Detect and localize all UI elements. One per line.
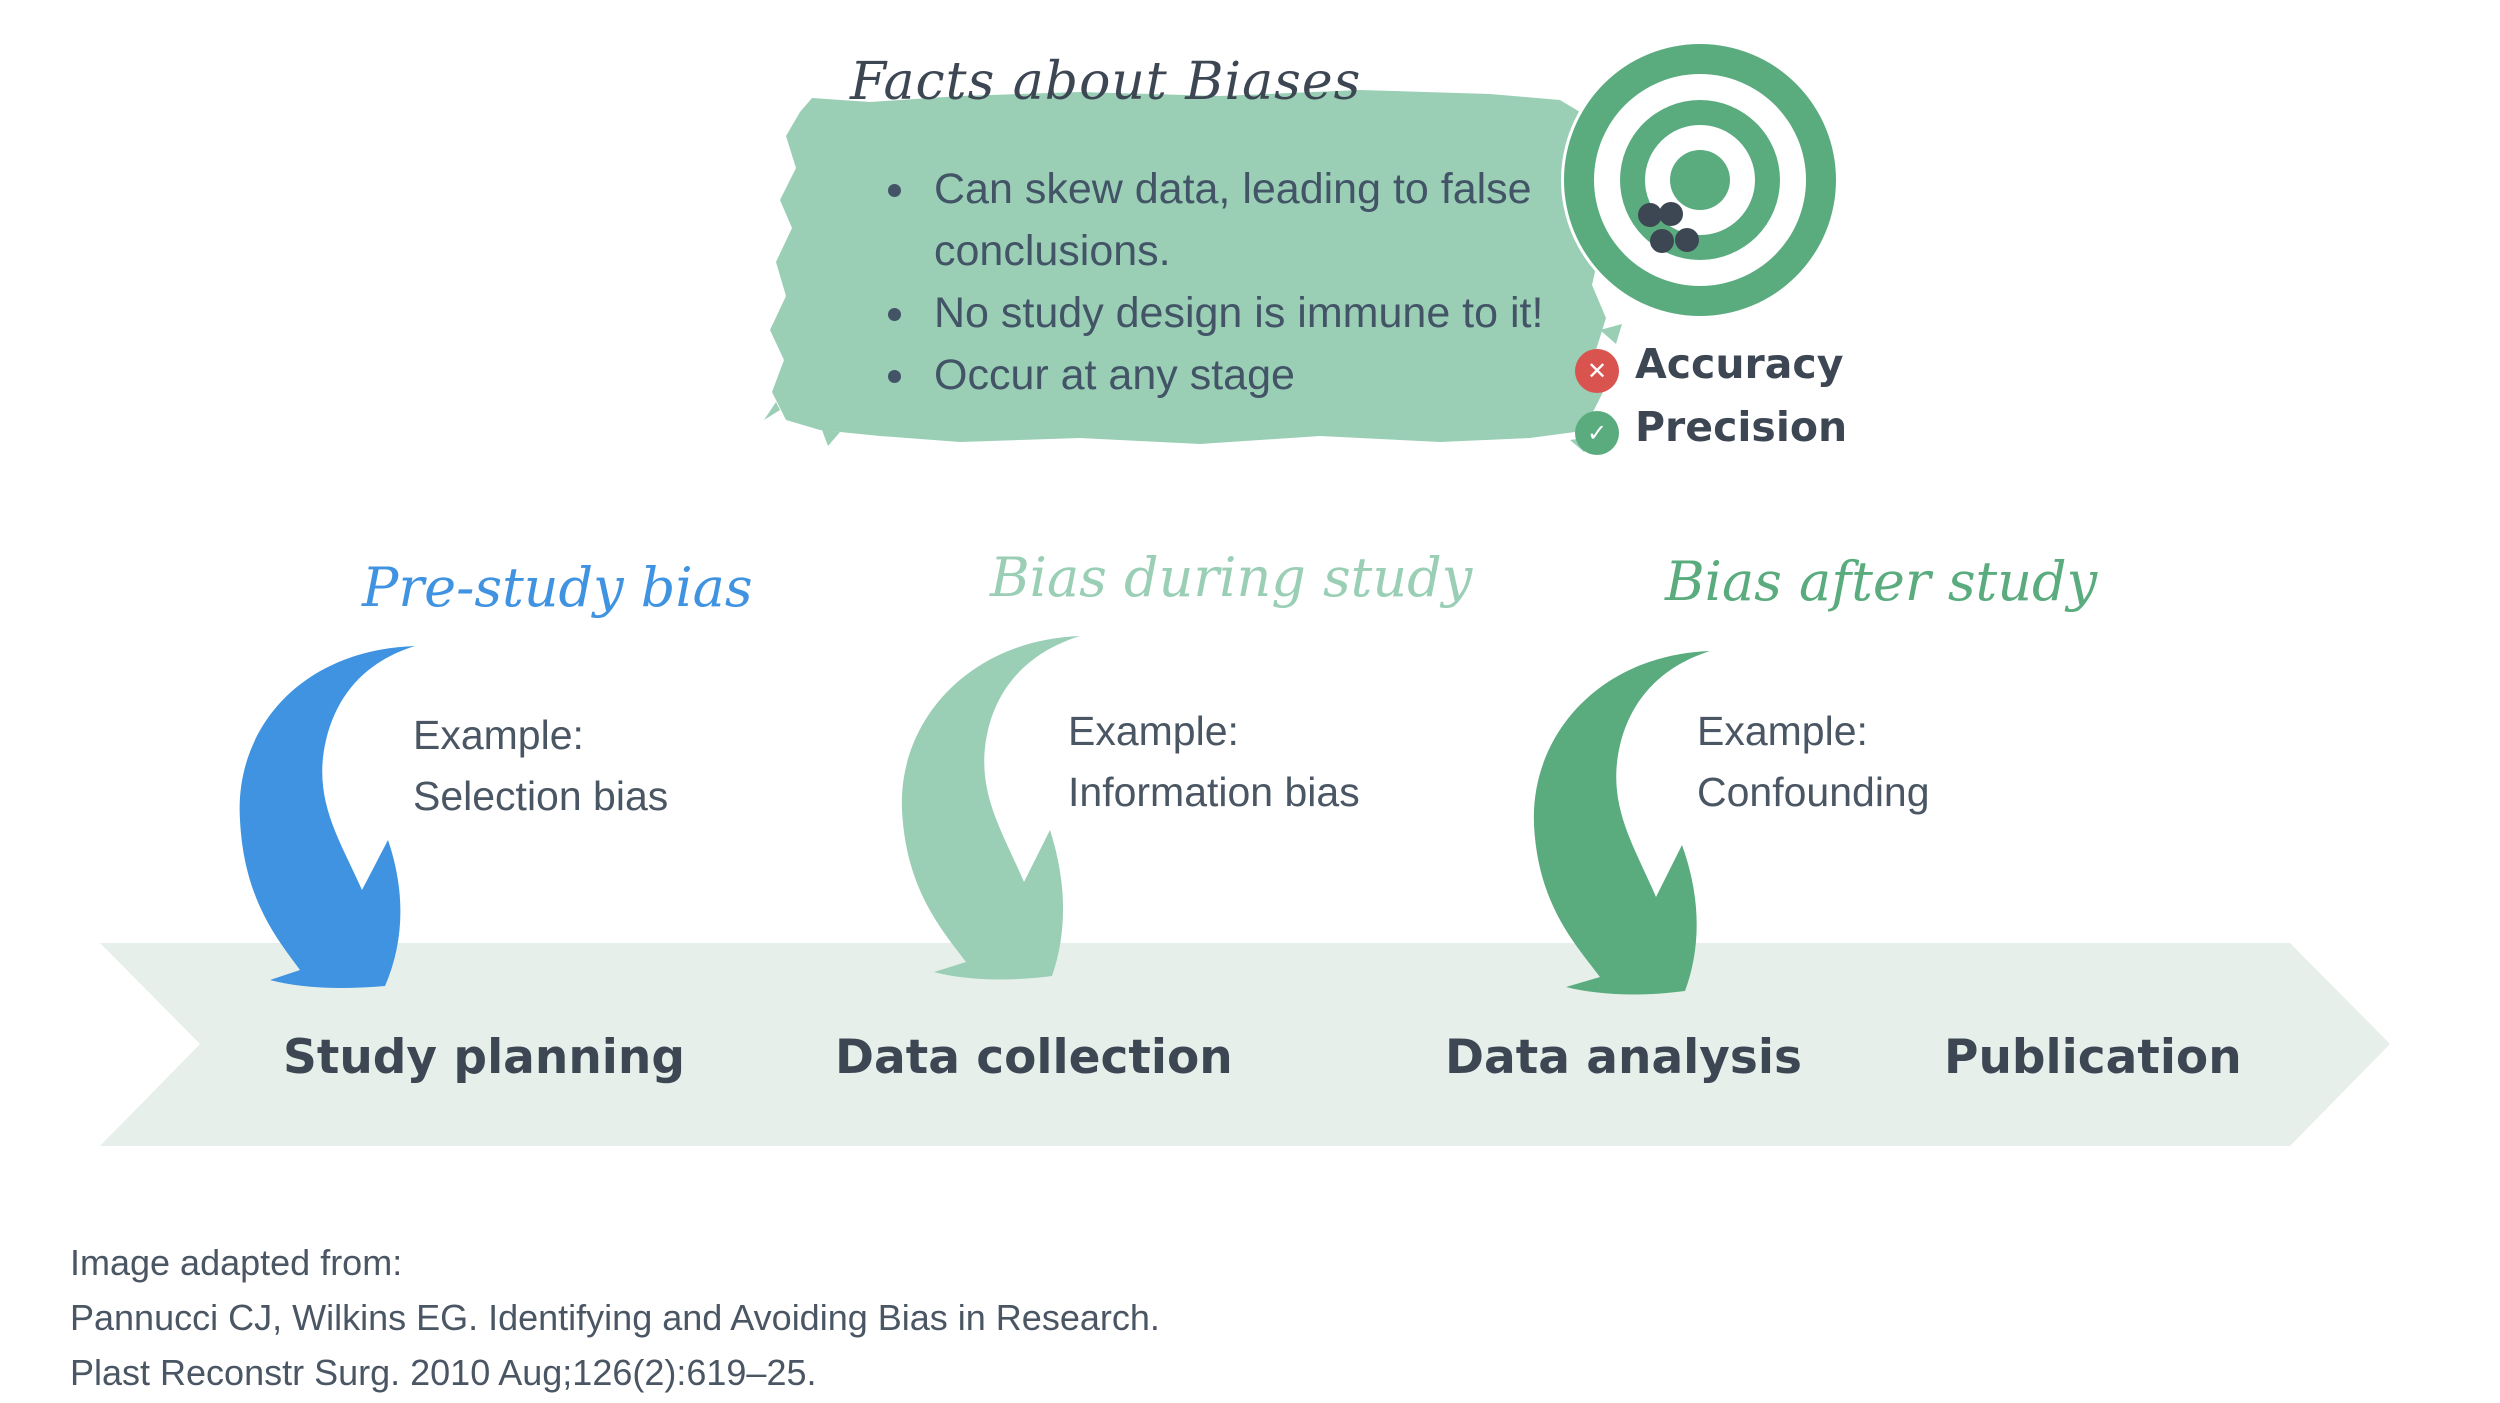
phase-title-pre-study: Pre-study bias [362, 556, 753, 619]
citation-line: Pannucci CJ, Wilkins EG. Identifying and… [70, 1297, 1160, 1338]
example-value: Selection bias [413, 773, 669, 819]
target-shot [1650, 229, 1674, 253]
facts-list: Can skew data, leading to false conclusi… [882, 158, 1582, 406]
curved-arrow-during-study [901, 636, 1080, 980]
fact-item: Occur at any stage [882, 344, 1582, 406]
stage-publication: Publication [1944, 1030, 2242, 1085]
citation-line: Image adapted from: [70, 1242, 403, 1283]
phase-title-during-study: Bias during study [990, 546, 1473, 609]
target-shot [1659, 202, 1683, 226]
check-icon: ✓ [1575, 411, 1619, 455]
target-shot [1638, 203, 1662, 227]
citation: Image adapted from: Pannucci CJ, Wilkins… [70, 1235, 1160, 1400]
example-label: Example: [413, 712, 584, 758]
fact-item: No study design is immune to it! [882, 282, 1582, 344]
citation-line: Plast Reconstr Surg. 2010 Aug;126(2):619… [70, 1352, 817, 1393]
fact-item: Can skew data, leading to false conclusi… [882, 158, 1582, 282]
stage-data-analysis: Data analysis [1445, 1030, 1802, 1085]
example-value: Confounding [1697, 769, 1930, 815]
example-pre-study: Example: Selection bias [413, 705, 668, 827]
target-shot [1675, 228, 1699, 252]
phase-title-after-study: Bias after study [1665, 550, 2098, 613]
accuracy-label: Accuracy [1635, 340, 1844, 388]
x-icon: ✕ [1575, 349, 1619, 393]
facts-title: Facts about Biases [850, 52, 1362, 112]
target-icon [1561, 41, 1839, 319]
example-value: Information bias [1068, 769, 1360, 815]
stage-data-collection: Data collection [835, 1030, 1233, 1085]
precision-label: Precision [1635, 403, 1848, 451]
curved-arrow-pre-study [239, 646, 415, 988]
example-label: Example: [1697, 708, 1868, 754]
example-during-study: Example: Information bias [1068, 701, 1360, 823]
example-label: Example: [1068, 708, 1239, 754]
curved-arrow-after-study [1533, 651, 1710, 995]
stage-study-planning: Study planning [283, 1030, 686, 1085]
example-after-study: Example: Confounding [1697, 701, 1930, 823]
